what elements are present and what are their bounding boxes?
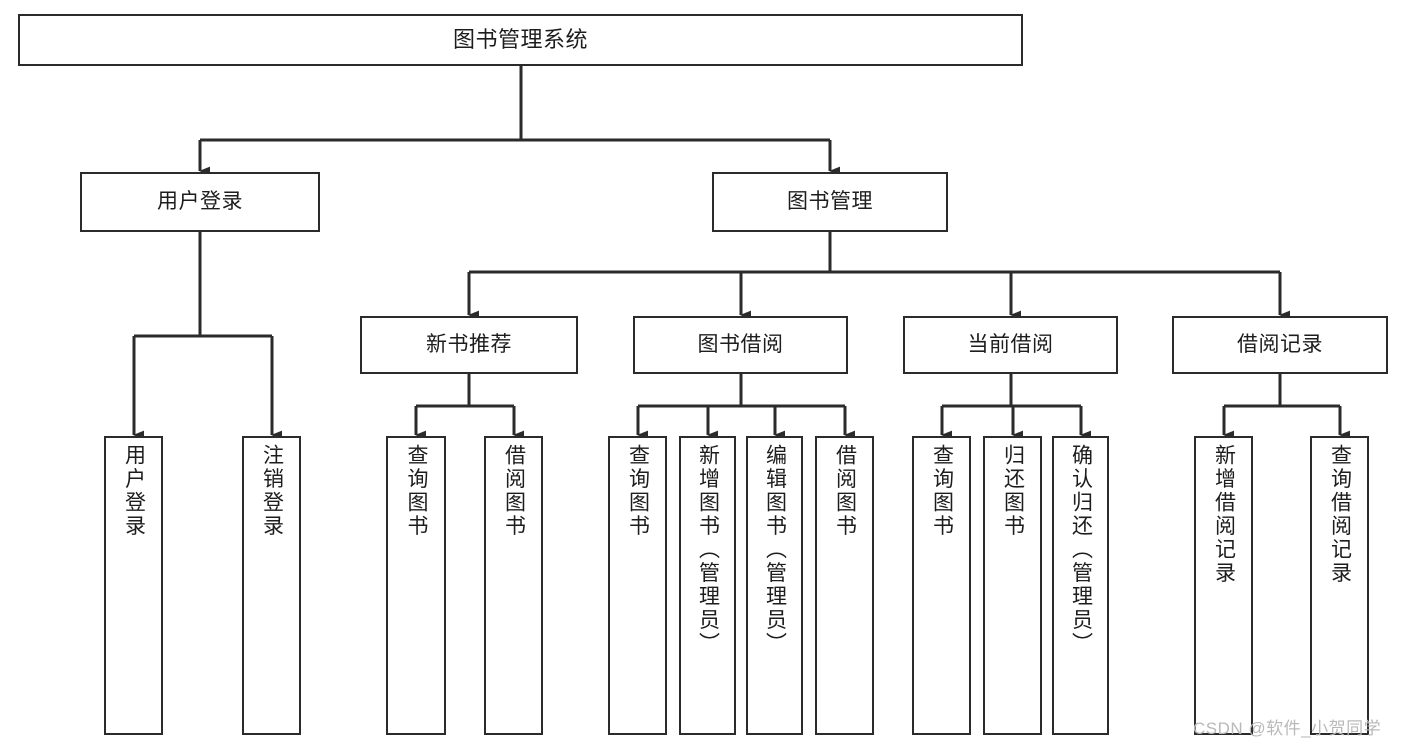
node-leaf-cur-2[interactable]: 归还图书 xyxy=(983,436,1042,735)
node-records[interactable]: 借阅记录 xyxy=(1172,316,1388,374)
node-login[interactable]: 用户登录 xyxy=(80,172,320,232)
node-bookmgmt[interactable]: 图书管理 xyxy=(712,172,948,232)
node-label-leaf-login-1: 用户登录 xyxy=(122,444,146,538)
node-label-root: 图书管理系统 xyxy=(452,26,588,52)
node-label-current: 当前借阅 xyxy=(967,333,1054,357)
node-leaf-borrow-2[interactable]: 新增图书（管理员） xyxy=(679,436,736,735)
node-leaf-new-1[interactable]: 查询图书 xyxy=(386,436,446,735)
node-label-leaf-rec-1: 新增借阅记录 xyxy=(1212,444,1236,585)
node-newbook[interactable]: 新书推荐 xyxy=(360,316,578,374)
node-current[interactable]: 当前借阅 xyxy=(903,316,1118,374)
node-label-leaf-borrow-1: 查询图书 xyxy=(626,444,650,538)
node-label-borrow: 图书借阅 xyxy=(697,333,784,357)
node-leaf-rec-1[interactable]: 新增借阅记录 xyxy=(1194,436,1253,735)
node-label-records: 借阅记录 xyxy=(1237,333,1323,357)
node-leaf-cur-1[interactable]: 查询图书 xyxy=(912,436,971,735)
node-label-leaf-login-2: 注销登录 xyxy=(260,444,284,538)
node-label-leaf-cur-1: 查询图书 xyxy=(930,444,954,538)
node-leaf-login-1[interactable]: 用户登录 xyxy=(104,436,163,735)
node-label-leaf-cur-3: 确认归还（管理员） xyxy=(1069,444,1093,656)
connectors-group xyxy=(132,66,1350,440)
node-label-leaf-cur-2: 归还图书 xyxy=(1001,444,1025,538)
node-label-leaf-new-1: 查询图书 xyxy=(405,444,429,538)
node-root[interactable]: 图书管理系统 xyxy=(18,14,1023,66)
node-leaf-new-2[interactable]: 借阅图书 xyxy=(484,436,543,735)
node-leaf-login-2[interactable]: 注销登录 xyxy=(242,436,301,735)
node-label-newbook: 新书推荐 xyxy=(426,333,512,357)
node-leaf-borrow-3[interactable]: 编辑图书（管理员） xyxy=(746,436,803,735)
node-label-leaf-borrow-4: 借阅图书 xyxy=(833,444,857,538)
node-leaf-rec-2[interactable]: 查询借阅记录 xyxy=(1310,436,1369,735)
node-leaf-borrow-4[interactable]: 借阅图书 xyxy=(815,436,874,735)
node-borrow[interactable]: 图书借阅 xyxy=(633,316,848,374)
node-label-bookmgmt: 图书管理 xyxy=(787,190,873,214)
node-label-login: 用户登录 xyxy=(157,190,243,214)
node-label-leaf-rec-2: 查询借阅记录 xyxy=(1328,444,1352,585)
node-label-leaf-borrow-3: 编辑图书（管理员） xyxy=(763,444,787,656)
node-leaf-borrow-1[interactable]: 查询图书 xyxy=(608,436,667,735)
node-leaf-cur-3[interactable]: 确认归还（管理员） xyxy=(1052,436,1109,735)
node-label-leaf-new-2: 借阅图书 xyxy=(502,444,526,538)
node-label-leaf-borrow-2: 新增图书（管理员） xyxy=(696,444,720,656)
